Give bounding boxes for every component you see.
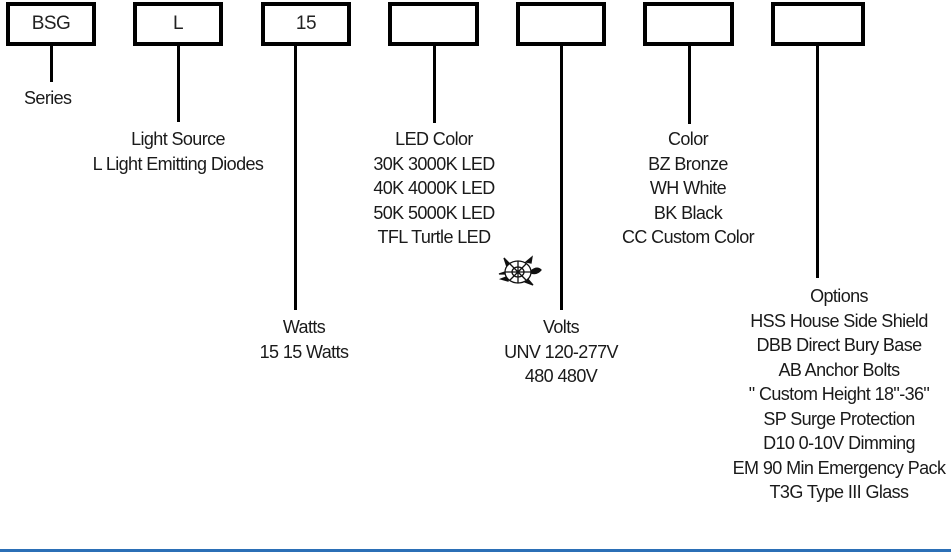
bottom-rule [0,549,951,552]
light-source-box: L [133,2,223,46]
options-box [771,2,865,46]
watts-connector [294,46,297,310]
volts-box [516,2,606,46]
light-source-connector [177,46,180,122]
options-option: " Custom Height 18"-36" [748,384,930,404]
watts-option: 15 15 Watts [259,341,349,362]
color-group: Color BZ Bronze WH White BK Black CC Cus… [613,127,763,250]
watts-box-value: 15 [295,13,317,34]
led-color-group: LED Color 30K 3000K LED 40K 4000K LED 50… [364,127,504,250]
light-source-option: L Light Emitting Diodes [92,153,264,174]
options-option: DBB Direct Bury Base [756,335,922,355]
options-option: EM 90 Min Emergency Pack [732,457,946,478]
color-option: CC Custom Color [621,227,755,247]
series-box: BSG [6,2,96,46]
series-title: Series [24,88,72,108]
color-option: BZ Bronze [648,153,728,174]
light-source-box-value: L [172,13,184,34]
led-color-connector [433,46,436,123]
led-color-title: LED Color [395,129,473,149]
options-option: D10 0-10V Dimming [763,433,915,453]
led-color-option: 30K 3000K LED [373,153,495,174]
volts-option: 480 480V [524,366,598,386]
led-color-option: TFL Turtle LED [377,227,492,247]
turtle-icon [498,255,542,286]
watts-title: Watts [282,317,326,337]
options-option: T3G Type III Glass [769,482,910,502]
watts-box: 15 [261,2,351,46]
series-connector [50,46,53,82]
light-source-group: Light Source L Light Emitting Diodes [82,127,274,176]
options-group: Options HSS House Side Shield DBB Direct… [730,284,948,505]
color-option: BK Black [653,202,723,223]
color-option: WH White [649,178,727,198]
options-connector [816,46,819,278]
led-color-option: 40K 4000K LED [373,178,495,198]
options-option: AB Anchor Bolts [778,359,900,380]
volts-option: UNV 120-277V [504,341,618,362]
light-source-title: Light Source [131,129,225,149]
series-box-value: BSG [31,13,71,34]
volts-connector [560,46,563,310]
volts-title: Volts [542,317,580,337]
color-title: Color [667,129,709,149]
options-title: Options [810,286,868,306]
series-group: Series [24,86,72,111]
led-color-box [388,2,479,46]
volts-group: Volts UNV 120-277V 480 480V [496,315,626,389]
options-option: HSS House Side Shield [750,310,928,331]
options-option: SP Surge Protection [763,408,915,429]
color-box [643,2,734,46]
color-connector [688,46,691,124]
watts-group: Watts 15 15 Watts [244,315,364,364]
led-color-option: 50K 5000K LED [373,202,495,223]
